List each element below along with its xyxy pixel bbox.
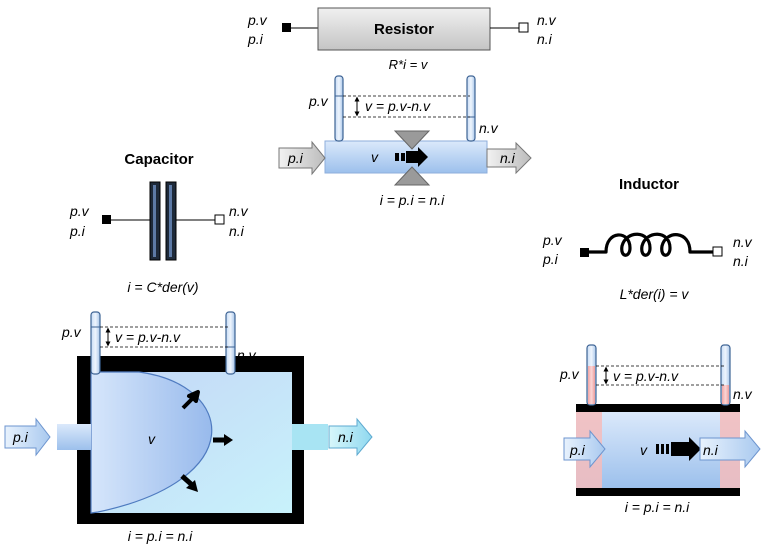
resistor-equation: R*i = v: [389, 57, 429, 72]
inductor-right-pin: [712, 246, 723, 257]
capacitor-tube-right: [225, 311, 236, 375]
resistor-symbol: p.v p.i Resistor n.v n.i R*i = v: [247, 7, 557, 72]
capacitor-hydraulic: v p.i n.i v = p.v-n.v p.v n.v i = p.i = …: [4, 311, 373, 544]
capacitor-right-pin: [214, 214, 225, 225]
resistor-tube-right: [466, 75, 476, 142]
resistor-current-eq: i = p.i = n.i: [380, 192, 445, 208]
resistor-tube-left-label: p.v: [308, 93, 329, 109]
capacitor-title: Capacitor: [124, 151, 193, 168]
resistor-flow-label: v: [371, 149, 379, 165]
capacitor-out-arrow: [328, 417, 373, 457]
inductor-out-arrow: [699, 429, 761, 469]
capacitor-out-label: n.i: [338, 429, 354, 445]
inductor-symbol: Inductor p.v p.i n.v n.i L*der(i) = v: [542, 176, 753, 302]
resistor-left-pin: [282, 23, 291, 32]
inductor-left-v: p.v: [542, 232, 563, 248]
capacitor-flow-label: v: [148, 431, 156, 447]
resistor-tube-v-eq: v = p.v-n.v: [365, 98, 431, 114]
resistor-tube-right-label: n.v: [479, 120, 499, 136]
inductor-current-eq: i = p.i = n.i: [625, 499, 690, 515]
inductor-tube-v-eq: v = p.v-n.v: [613, 368, 679, 384]
capacitor-in-arrow: [4, 417, 51, 457]
capacitor-current-eq: i = p.i = n.i: [128, 528, 193, 544]
capacitor-left-i: p.i: [69, 223, 86, 239]
resistor-box: [317, 7, 491, 51]
inductor-left-i: p.i: [542, 251, 559, 267]
capacitor-in-label: p.i: [12, 429, 29, 445]
resistor-title: Resistor: [374, 21, 434, 38]
inductor-left-pin: [580, 248, 589, 257]
resistor-out-arrow: [486, 141, 532, 175]
resistor-right-v: n.v: [537, 12, 557, 28]
capacitor-left-pin: [102, 215, 111, 224]
inductor-flow-label: v: [640, 442, 648, 458]
inductor-right-i: n.i: [733, 253, 749, 269]
capacitor-tube-v-eq: v = p.v-n.v: [115, 329, 181, 345]
resistor-tube-left: [334, 75, 344, 142]
resistor-valve: [393, 130, 431, 186]
resistor-left-i: p.i: [247, 31, 264, 47]
capacitor-symbol: Capacitor p.v p.i n.v n.i i = C*der(v): [69, 151, 249, 295]
resistor-in-arrow: [278, 140, 326, 176]
inductor-in-label: p.i: [569, 442, 586, 458]
inductor-tube-right-label: n.v: [733, 386, 753, 402]
inductor-out-label: n.i: [703, 442, 719, 458]
inductor-right-v: n.v: [733, 234, 753, 250]
resistor-left-v: p.v: [247, 12, 268, 28]
inductor-title: Inductor: [619, 176, 679, 193]
capacitor-tube-left-label: p.v: [61, 324, 82, 340]
inductor-tube-left-label: p.v: [559, 366, 580, 382]
resistor-out-label: n.i: [500, 150, 516, 166]
capacitor-tube-right-label: n.v: [237, 347, 257, 363]
inductor-equation: L*der(i) = v: [620, 286, 690, 302]
inductor-hydraulic: v p.i n.i v = p.v-n.v p.v n.v i = p.i = …: [559, 344, 761, 515]
resistor-in-label: p.i: [287, 150, 304, 166]
capacitor-equation: i = C*der(v): [127, 279, 198, 295]
resistor-hydraulic: v = p.v-n.v p.v n.v v p.i n.i i = p.i = …: [278, 75, 532, 208]
resistor-right-pin: [518, 22, 529, 33]
capacitor-right-v: n.v: [229, 203, 249, 219]
inductor-in-arrow: [563, 429, 606, 469]
resistor-right-i: n.i: [537, 31, 553, 47]
capacitor-tube-left: [90, 311, 101, 375]
inductor-coil: [589, 232, 713, 257]
capacitor-right-i: n.i: [229, 223, 245, 239]
capacitor-left-v: p.v: [69, 203, 90, 219]
